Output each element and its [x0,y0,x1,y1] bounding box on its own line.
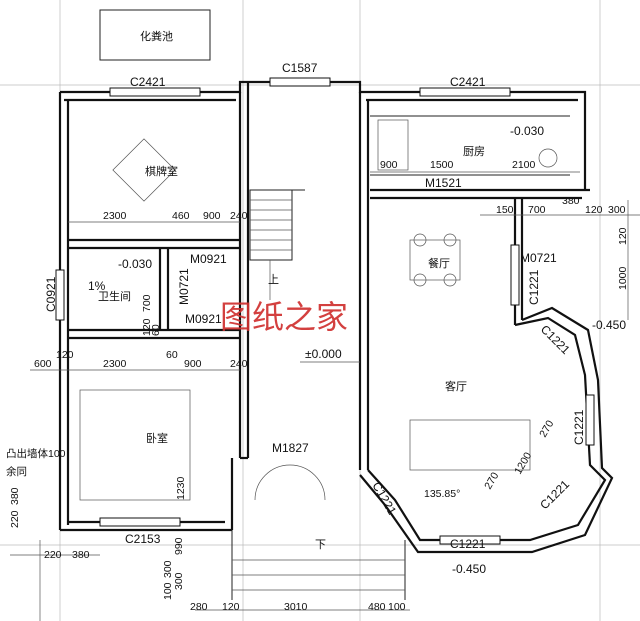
door-chess: M0921 [190,252,227,266]
dim-chess-3: 900 [203,210,221,222]
dim-righttop-2: 700 [528,204,546,216]
dim-bay-1: 270 [482,470,501,491]
dim-leftside-2: 380 [9,487,21,505]
elevation-main: ±0.000 [305,347,342,361]
elevation-bottom: -0.450 [452,562,486,576]
dim-righttop-7: 1000 [617,266,629,290]
dim-bottom-2: 120 [222,601,240,613]
slope-label: 1% [88,279,106,293]
door-toilet-side: M0721 [177,268,191,305]
door-entry: M1827 [272,441,309,455]
dim-bedroom-1: 600 [34,358,52,370]
dim-chess-4: 240 [230,210,248,222]
staircase [249,189,305,300]
room-toilet: 卫生间 [98,289,131,303]
room-living: 客厅 [445,379,467,393]
dim-leftside-4: 300 [162,560,174,578]
window-top-right: C2421 [450,75,486,89]
dim-toilet-2: 120 [141,318,153,336]
window-bottom-bay: C1221 [450,537,486,551]
dim-righttop-4: 120 [585,204,603,216]
furniture [79,119,558,501]
septic-tank [99,9,211,61]
entry-down-label: 下 [315,538,326,551]
bay-walls [359,198,614,554]
dim-kitchen-2: 1500 [430,159,454,171]
dim-leftbottom-2: 380 [72,549,90,561]
elevation-right: -0.450 [592,318,626,332]
door-dining-side: M0721 [520,251,557,265]
dim-righttop-5: 300 [608,204,626,216]
dim-bottom-1: 280 [190,601,208,613]
dim-chess-1: 2300 [103,210,127,222]
dim-leftbottom-1: 220 [44,549,62,561]
dim-leftside-5: 100 [162,582,174,600]
window-bay-upper-diag: C1221 [538,322,573,357]
dim-bottom-3: 3010 [284,601,308,613]
septic-tank-label: 化粪池 [140,29,173,43]
room-dining: 餐厅 [428,256,450,270]
dim-bedroom-4: 60 [166,349,178,361]
note-balance: 余同 [6,465,27,478]
dim-bedroom-2: 120 [56,349,74,361]
window-dining-right: C1221 [527,269,541,305]
window-toilet-left: C0921 [44,276,58,312]
dim-righttop-6: 120 [617,227,629,245]
dim-kitchen-3: 2100 [512,159,536,171]
window-bay-right: C1221 [572,409,586,445]
dim-leftside-1: 220 [9,510,21,528]
dim-bedroom-6: 240 [230,358,248,370]
door-toilet: M0921 [185,312,222,326]
dim-bedroom-3: 2300 [103,358,127,370]
bay-angle: 135.85° [424,488,460,500]
dim-bottom-4: 480 [368,601,386,613]
dim-bedroom-height: 1230 [175,476,187,500]
door-kitchen: M1521 [425,176,462,190]
dimension-lines [10,171,640,621]
dim-bay-3: 270 [537,418,556,439]
elevation-kitchen: -0.030 [510,124,544,138]
dim-toilet-3: 60 [150,324,162,336]
dim-toilet-1: 700 [141,294,153,312]
dim-righttop-1: 150 [496,204,514,216]
dim-leftside-6: 300 [173,572,185,590]
dim-bottom-5: 100 [388,601,406,613]
room-kitchen: 厨房 [463,145,485,158]
note-protrusion: 凸出墙体100 [6,447,66,460]
entry-porch [231,464,406,600]
window-bay-lower-right: C1221 [537,477,572,512]
room-chess: 棋牌室 [145,164,178,178]
dim-bedroom-5: 900 [184,358,202,370]
elevation-toilet: -0.030 [118,257,152,271]
dim-bay-2: 1200 [512,450,534,476]
window-top-left: C2421 [130,75,166,89]
interior-walls [68,115,570,340]
window-bottom-left: C2153 [125,532,161,546]
dim-kitchen-1: 900 [380,159,398,171]
dim-leftside-3: 990 [173,537,185,555]
watermark: 图纸之家 [220,298,348,336]
dim-chess-2: 460 [172,210,190,222]
window-top-center: C1587 [282,61,318,75]
stair-up-label: 上 [268,273,279,286]
room-bedroom: 卧室 [146,431,168,445]
dim-righttop-3: 380 [562,195,580,207]
windows [55,77,595,545]
